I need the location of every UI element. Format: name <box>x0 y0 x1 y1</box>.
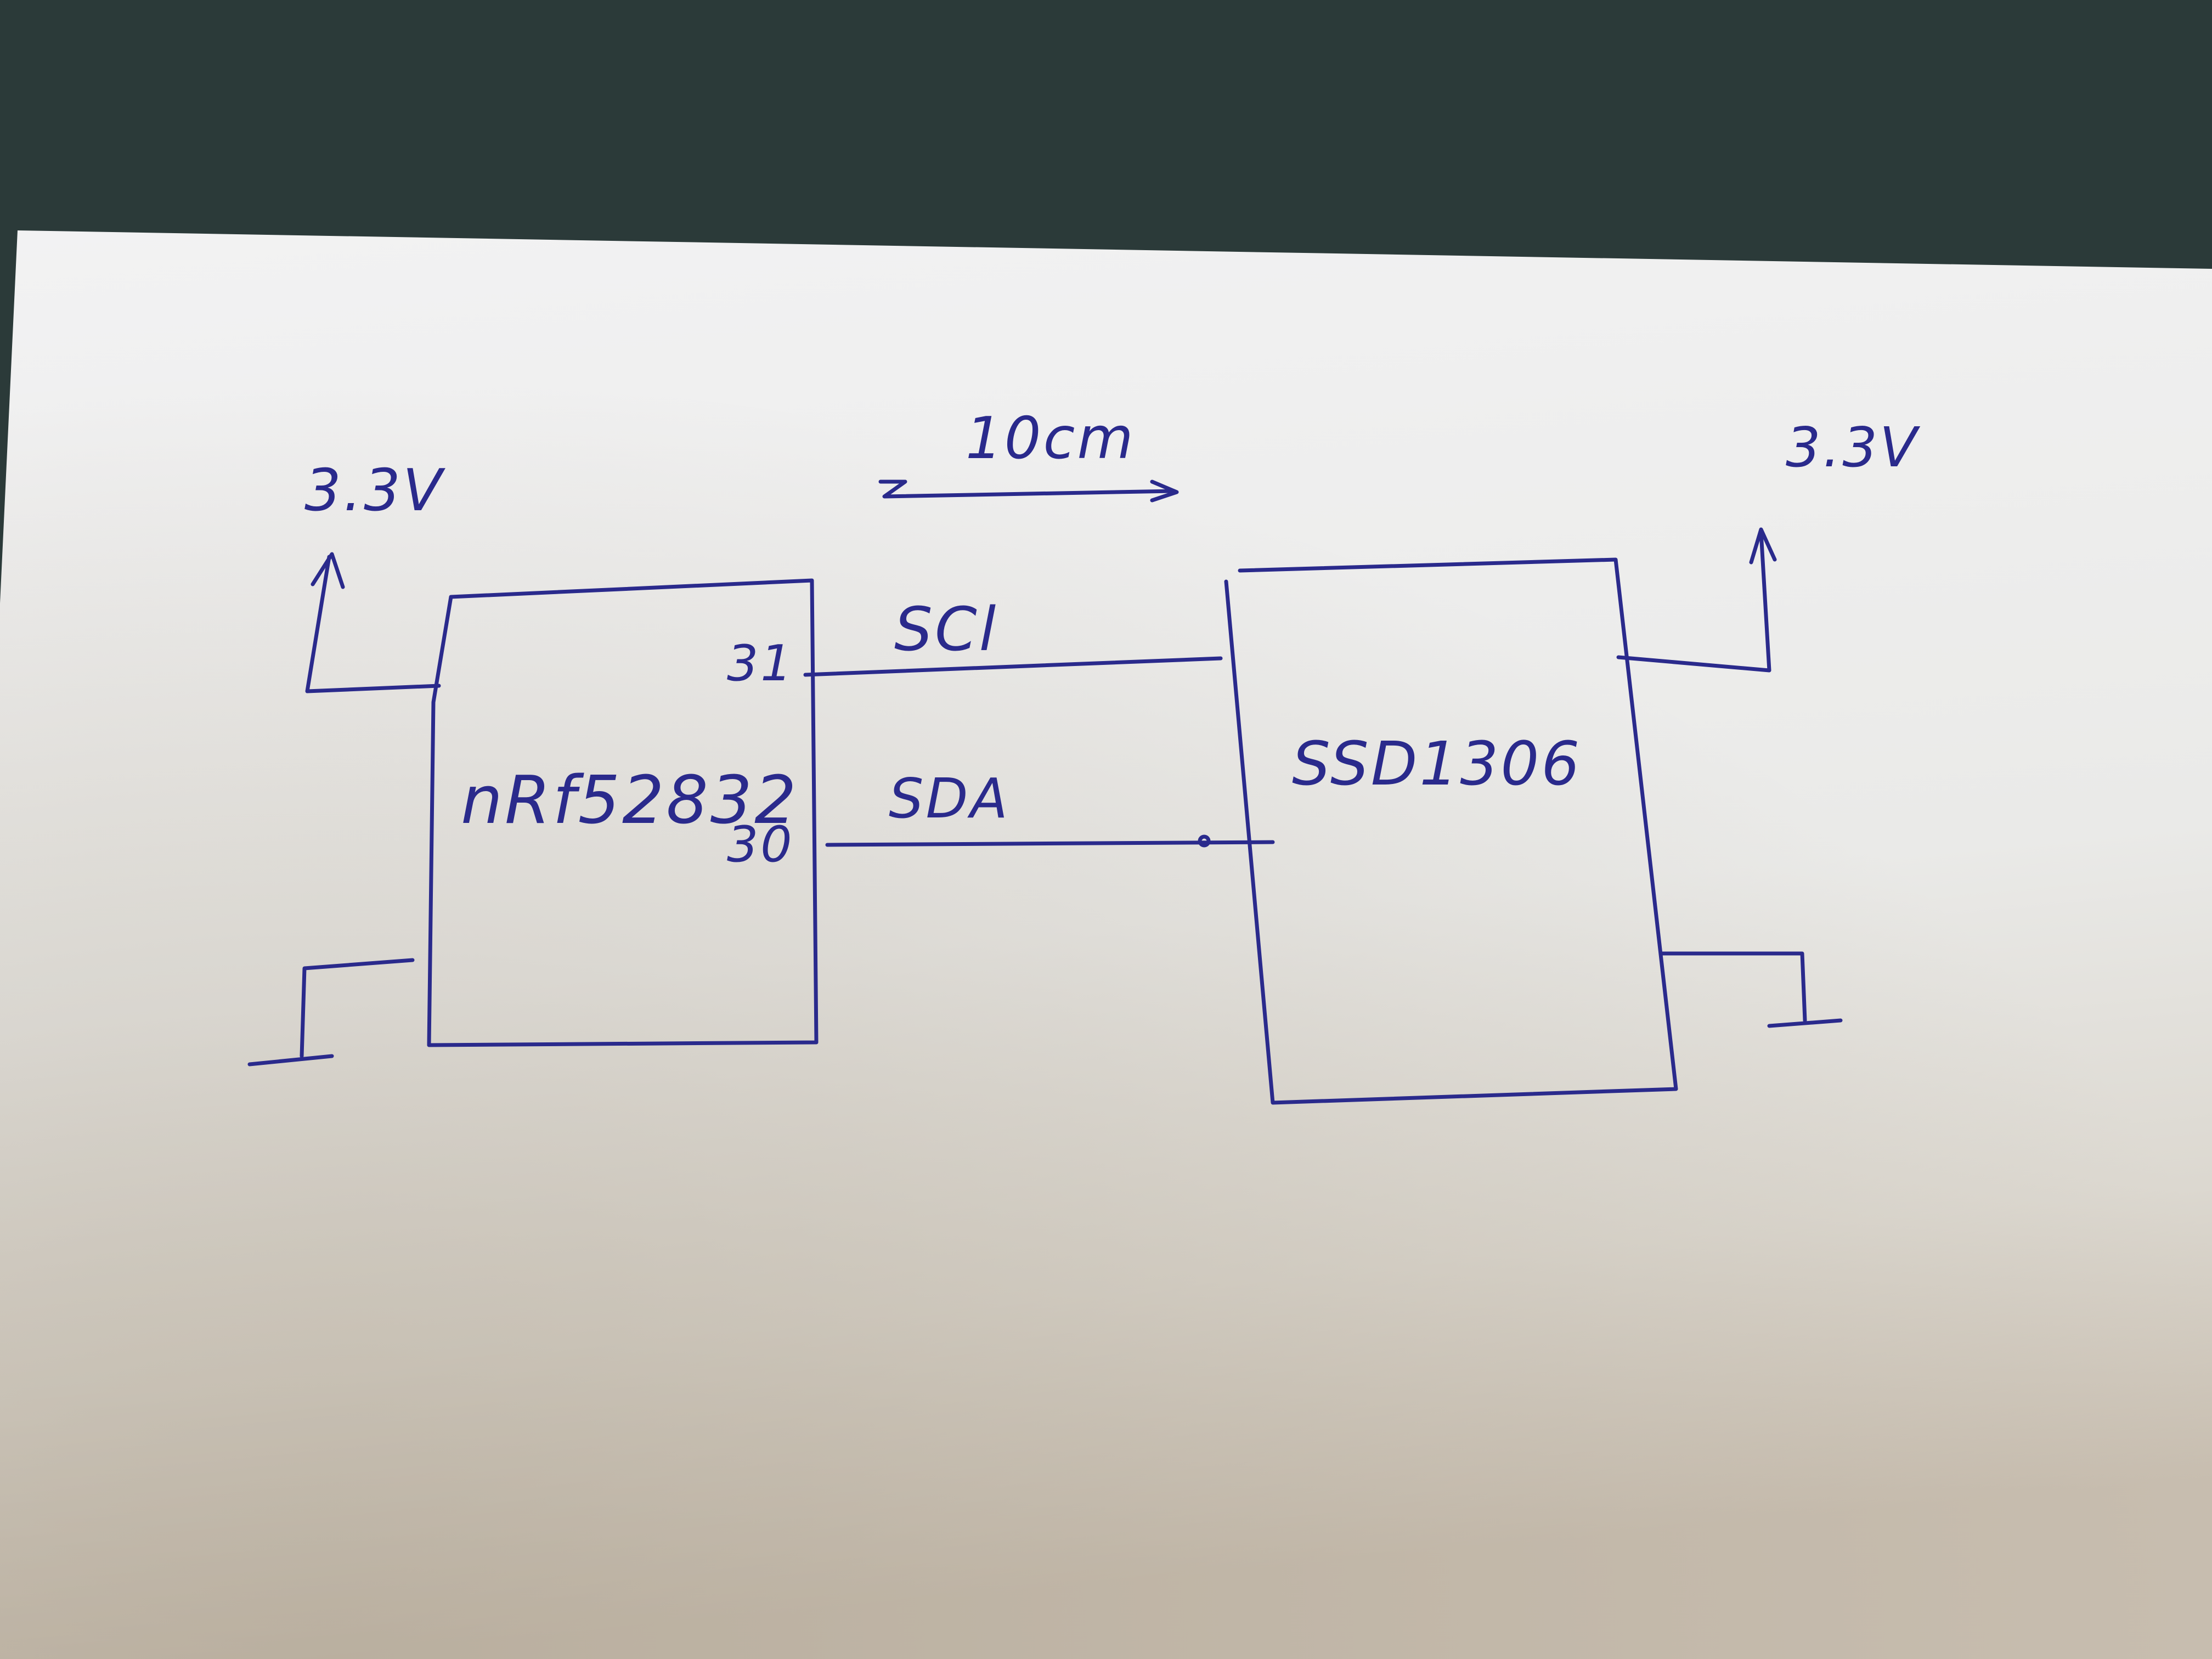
right-supply-wire <box>1616 530 1771 673</box>
left-chip-pin-scl: 31 <box>727 635 794 692</box>
distance-label: 10cm <box>966 405 1136 472</box>
distance-arrowhead <box>1150 479 1179 503</box>
sda-junction <box>1198 834 1211 848</box>
right-supply-label: 3.3V <box>1786 415 1921 479</box>
right-ground-symbol <box>1767 1018 1843 1028</box>
paper-shadow <box>0 230 2212 1659</box>
right-chip-box <box>1224 557 1678 1105</box>
left-chip-pin-sda: 30 <box>727 816 794 873</box>
left-ground-wire <box>300 958 415 1058</box>
left-ground-symbol <box>247 1054 334 1066</box>
scl-wire <box>803 656 1223 677</box>
left-supply-label: 3.3V <box>304 457 445 524</box>
left-supply-wire <box>305 555 441 693</box>
left-chip-label: nRf52832 <box>461 763 798 839</box>
distance-arrow <box>878 479 1176 499</box>
right-chip-label: SSD1306 <box>1292 729 1582 799</box>
sda-label: SDA <box>889 766 1010 831</box>
left-supply-arrowhead <box>311 552 345 589</box>
scl-label: SCl <box>894 594 998 664</box>
right-supply-arrowhead <box>1749 527 1777 565</box>
right-ground-wire <box>1660 951 1807 1023</box>
